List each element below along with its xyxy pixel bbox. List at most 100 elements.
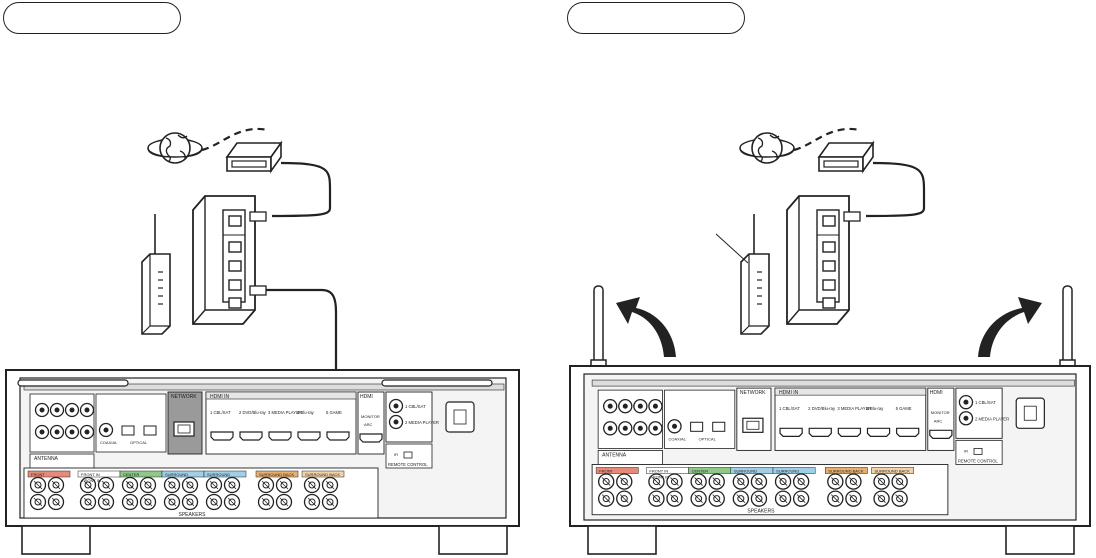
speaker-terminal <box>47 493 65 511</box>
heading-box-left <box>3 2 181 34</box>
speaker-terminal <box>163 493 181 511</box>
remote-control-label: REMOTE CONTROL <box>958 458 998 463</box>
rca-jack <box>618 399 633 414</box>
rca-jack <box>618 421 633 436</box>
rca-jack <box>79 424 95 440</box>
network-label: NETWORK <box>171 394 197 400</box>
hdmi-port <box>779 427 803 437</box>
speaker-terminal <box>891 473 908 490</box>
rca-jack <box>633 421 648 436</box>
speaker-group-label: SURROUND <box>734 469 757 474</box>
optical-label: OPTICAL <box>130 440 148 445</box>
speaker-terminal <box>303 493 321 511</box>
hdmi-out-label: HDMI <box>360 394 373 400</box>
hdmi-port <box>837 427 862 437</box>
speaker-terminal <box>732 473 750 490</box>
hdmi-input-label: 3 MEDIA PLAYER <box>268 410 302 415</box>
rca-jack <box>49 424 65 440</box>
hdmi-input-label: 4 Blu-ray <box>297 410 315 415</box>
hdmi-in-block <box>205 391 357 455</box>
hdmi-port <box>239 431 263 441</box>
optical-port <box>143 425 157 436</box>
speaker-terminal <box>827 473 844 490</box>
speaker-group-header <box>27 470 71 478</box>
speaker-terminal <box>845 473 862 490</box>
hdmi-input-label: 4 Blu-ray <box>866 406 884 411</box>
antenna-label: ANTENNA <box>602 452 627 458</box>
rca-jack <box>388 398 404 414</box>
speaker-terminal <box>275 476 293 494</box>
audio-input-block <box>597 389 663 449</box>
rca-jack <box>64 424 80 440</box>
speaker-terminal <box>732 490 750 507</box>
hdmi-out-block <box>927 387 955 451</box>
hdmi-port <box>808 427 832 437</box>
digital-audio-block <box>95 393 167 453</box>
ir-label: IR <box>394 452 398 457</box>
arc-label: ARC <box>364 422 373 427</box>
speaker-terminal <box>597 473 615 490</box>
rotate-arrow-icon <box>978 297 1042 357</box>
speaker-terminal <box>121 493 139 511</box>
speaker-terminal <box>257 493 275 511</box>
speaker-group-label: SURROUND <box>207 472 230 477</box>
speaker-terminal <box>181 493 199 511</box>
digital-audio-block <box>664 389 736 449</box>
speaker-terminal <box>891 490 908 507</box>
hdmi-in-label: HDMI IN <box>779 390 799 396</box>
video-input-label: 1 CBL/SAT <box>975 400 996 405</box>
hdmi-input-label: 5 GAME <box>326 410 342 415</box>
hdmi-input-label: 2 DVD/Blu-ray <box>239 410 267 415</box>
arc-label: ARC <box>934 418 943 423</box>
hdmi-port <box>929 429 953 439</box>
speaker-terminal <box>223 476 241 494</box>
rca-jack <box>603 399 618 414</box>
monitor-label: MONITOR <box>931 410 950 415</box>
speaker-group-header <box>203 470 247 478</box>
antenna-icon <box>381 379 493 387</box>
speaker-terminal <box>750 473 768 490</box>
speaker-terminal <box>648 490 665 507</box>
speaker-terminal <box>29 476 47 494</box>
speaker-group-label: SURROUND <box>776 469 799 474</box>
rca-jack <box>648 421 663 436</box>
coaxial-label: COAXIAL <box>668 436 686 441</box>
speaker-terminal <box>121 476 139 494</box>
speaker-group-label: SURROUND BACK <box>305 472 340 477</box>
speaker-group-label: FRONT <box>31 472 45 477</box>
monitor-label: MONITOR <box>361 414 380 419</box>
hdmi-input-label: 1 CBL/SAT <box>210 410 231 415</box>
hdmi-port <box>268 431 292 441</box>
heading-box-right <box>567 2 745 34</box>
speaker-terminal <box>708 490 725 507</box>
speaker-terminal <box>845 490 862 507</box>
rotate-arrow-icon <box>616 297 676 357</box>
rca-jack <box>603 421 618 436</box>
speaker-group-header <box>255 470 299 478</box>
speaker-group-header <box>772 467 816 474</box>
speaker-group-label: SURROUND <box>165 472 188 477</box>
hdmi-port <box>866 427 891 437</box>
speaker-group-label: FRONT IN <box>81 472 100 477</box>
optical-port <box>690 421 704 432</box>
speaker-group-header <box>871 467 914 474</box>
speaker-terminal <box>321 493 339 511</box>
speaker-terminal <box>29 493 47 511</box>
speaker-terminal <box>47 476 65 494</box>
speaker-terminal <box>597 490 615 507</box>
speaker-group-label: SURROUND BACK <box>259 472 294 477</box>
video-input-label: 2 MEDIA PLAYER <box>975 416 1009 421</box>
front-in-label: FRONT IN <box>82 478 101 483</box>
rca-jack <box>34 402 50 418</box>
antenna-label: ANTENNA <box>34 456 59 462</box>
speaker-terminal <box>139 493 157 511</box>
speaker-terminal <box>205 493 223 511</box>
speaker-group-header <box>825 467 868 474</box>
hdmi-in-block <box>774 387 927 451</box>
speaker-terminal <box>223 493 241 511</box>
hdmi-port <box>297 431 321 441</box>
coaxial-label: COAXIAL <box>100 440 118 445</box>
